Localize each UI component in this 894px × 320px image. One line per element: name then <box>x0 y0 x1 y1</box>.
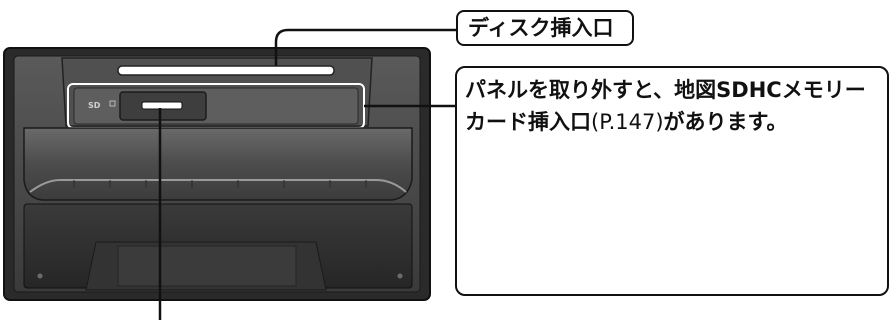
lid-rim-highlight <box>29 179 407 193</box>
sd-slot-callout: パネルを取り外すと、地図SDHCメモリー カード挿入口(P.147)があります。 <box>455 66 889 296</box>
disc-slot-label: ディスク挿入口 <box>468 16 614 40</box>
car-navigation-unit: SD <box>3 47 431 301</box>
front-lid <box>23 127 413 201</box>
bottom-screw-left <box>37 273 43 279</box>
disc-slot-callout: ディスク挿入口 <box>456 10 634 46</box>
sd-callout-slot-name: カード挿入口 <box>465 110 591 134</box>
sd-panel-cover <box>73 87 359 125</box>
sd-logo: SD <box>88 101 101 110</box>
sd-callout-suffix: があります。 <box>663 110 788 134</box>
disc-slot <box>117 65 335 76</box>
sd-indicator <box>109 100 116 107</box>
lower-recess-inner <box>117 245 297 287</box>
bottom-screw-right <box>397 273 403 279</box>
lid-button-strip <box>73 180 367 188</box>
sd-callout-line-1: パネルを取り外すと、地図SDHCメモリー <box>465 78 866 102</box>
sd-card-slot <box>141 101 183 110</box>
sd-callout-page-ref: (P.147) <box>591 110 664 134</box>
leader-lines <box>158 28 456 320</box>
sd-callout-line-2: カード挿入口(P.147)があります。 <box>465 106 787 136</box>
disc-slot-leader <box>274 28 456 66</box>
